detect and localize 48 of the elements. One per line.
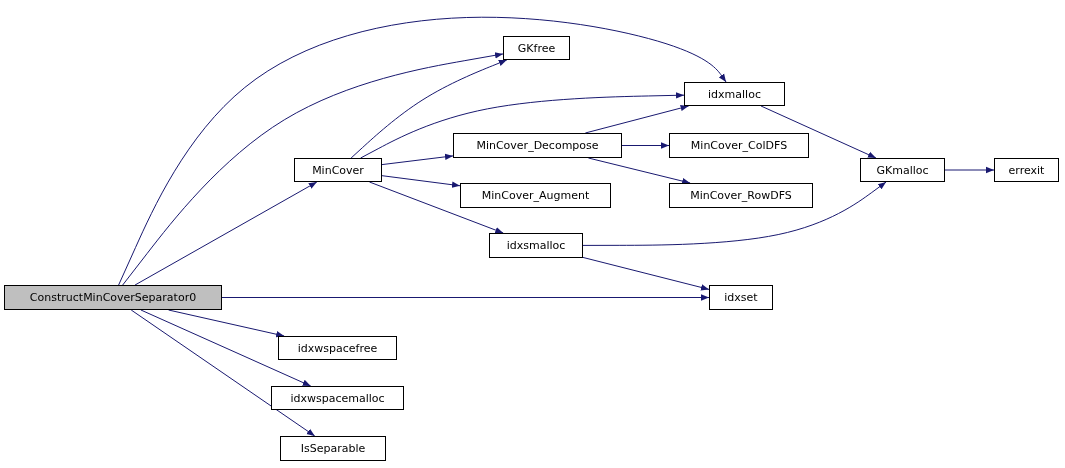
arrow — [381, 175, 461, 188]
arrow — [168, 309, 285, 338]
function-name: MinCover_ColDFS — [690, 139, 788, 152]
function-box — [684, 82, 785, 106]
arrow — [584, 104, 690, 134]
arrow — [360, 92, 685, 159]
arrow — [760, 105, 877, 159]
arrow — [944, 166, 995, 174]
arrow — [221, 294, 710, 301]
function-name: idxsmalloc — [506, 239, 566, 252]
function-name: errexit — [1008, 163, 1045, 177]
function-name: GKfree — [517, 41, 556, 55]
arrow — [140, 309, 312, 387]
arrow — [122, 52, 504, 286]
function-box — [503, 36, 570, 60]
function-box — [280, 436, 386, 461]
arrow — [368, 181, 504, 234]
function-name: MinCover_Decompose — [476, 139, 599, 152]
function-name: idxset — [724, 291, 758, 304]
function-box — [460, 183, 611, 208]
function-name: MinCover_Augment — [481, 189, 590, 202]
arrow — [130, 309, 316, 437]
highlighted-function-box — [4, 285, 222, 310]
function-name: MinCover — [312, 163, 364, 177]
arrow — [582, 181, 887, 246]
function-box — [294, 158, 382, 182]
function-box — [278, 336, 397, 360]
function-box — [669, 183, 813, 208]
arrow — [621, 142, 670, 149]
function-box — [860, 158, 945, 182]
function-name: GKmalloc — [876, 163, 929, 177]
function-name: IsSeparable — [300, 442, 366, 455]
function-box — [669, 133, 809, 158]
function-name: idxwspacemalloc — [290, 391, 385, 405]
arrow — [350, 59, 508, 159]
function-box — [271, 386, 404, 410]
function-box — [709, 285, 773, 310]
function-box — [453, 133, 622, 158]
function-box — [489, 233, 583, 258]
arrow — [118, 16, 727, 286]
function-box — [994, 158, 1059, 182]
function-name: idxmalloc — [708, 87, 761, 101]
arrow — [381, 153, 454, 166]
arrow — [134, 181, 318, 286]
function-name: idxwspacefree — [297, 341, 378, 355]
arrow — [582, 256, 710, 291]
function-name: ConstructMinCoverSeparator0 — [29, 291, 197, 304]
function-name: MinCover_RowDFS — [690, 189, 792, 202]
